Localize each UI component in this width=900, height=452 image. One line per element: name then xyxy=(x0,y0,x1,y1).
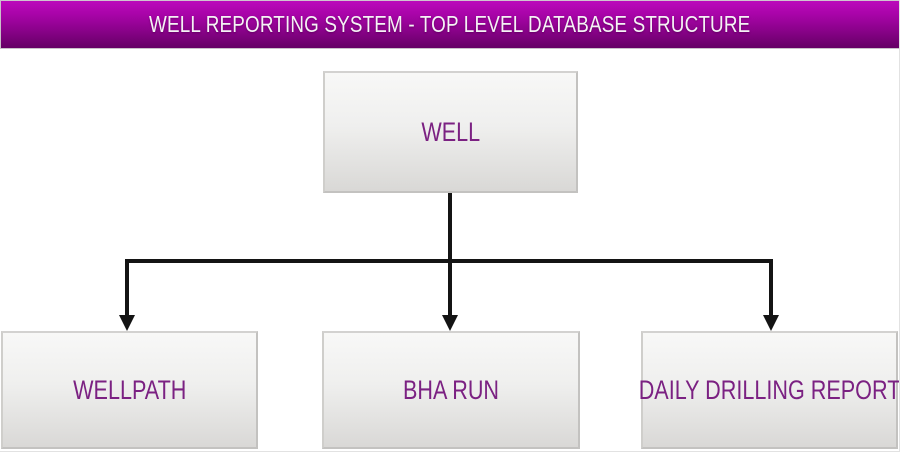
node-wellpath-label: WELLPATH xyxy=(72,374,187,405)
node-daily-drilling-report-label: DAILY DRILLING REPORT xyxy=(638,374,900,405)
node-daily-drilling-report: DAILY DRILLING REPORT xyxy=(638,331,900,449)
arrow-down-icon xyxy=(119,315,135,331)
node-bha-run-label: BHA RUN xyxy=(402,374,500,405)
node-well-label: WELL xyxy=(421,116,480,147)
node-wellpath: WELLPATH xyxy=(1,331,258,449)
node-well: WELL xyxy=(323,71,578,193)
page-title: WELL REPORTING SYSTEM - TOP LEVEL DATABA… xyxy=(149,11,751,37)
arrow-down-icon xyxy=(763,315,779,331)
arrow-down-icon xyxy=(442,315,458,331)
title-banner: WELL REPORTING SYSTEM - TOP LEVEL DATABA… xyxy=(0,0,899,49)
node-bha-run: BHA RUN xyxy=(322,331,580,449)
